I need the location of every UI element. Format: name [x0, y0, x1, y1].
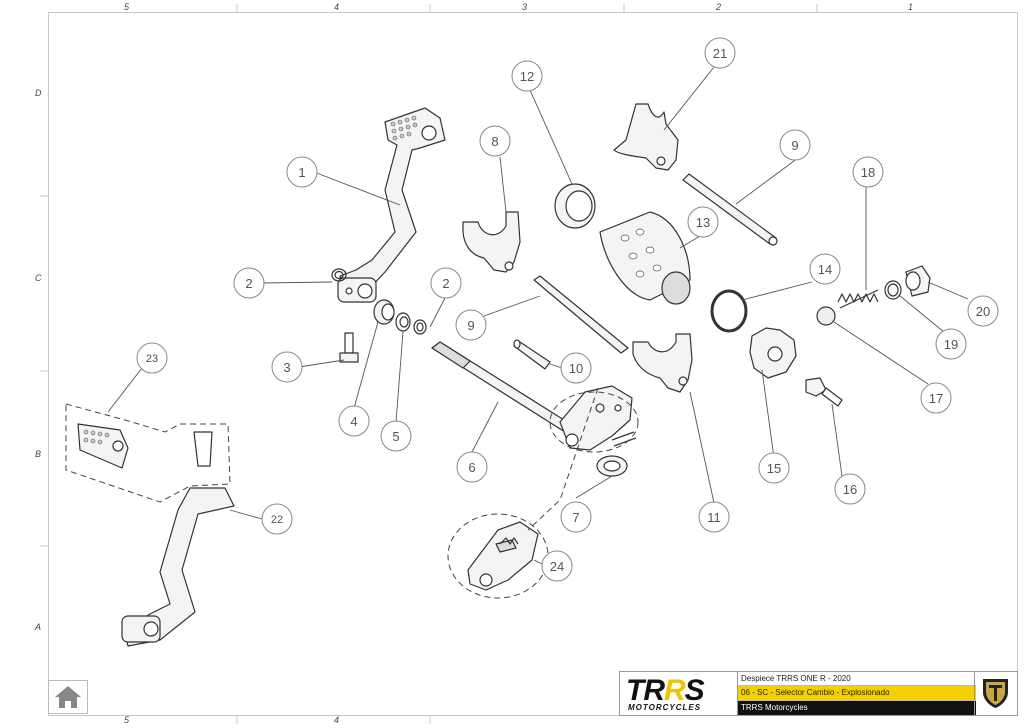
part-cam-bolt	[805, 377, 843, 407]
part-detent-spring	[837, 289, 879, 309]
part-circlip-upper	[331, 268, 347, 282]
part-guide-pin	[513, 339, 551, 370]
title-row-document: Despiece TRRS ONE R - 2020	[738, 672, 976, 687]
part-alt-shift-lever	[121, 487, 235, 647]
callout-3: 3	[283, 360, 290, 375]
callout-6: 6	[468, 460, 475, 475]
callout-8: 8	[491, 134, 498, 149]
zone-ticks	[40, 4, 818, 724]
drawing-frame	[48, 12, 1018, 716]
part-drum-seal	[710, 289, 748, 333]
title-block: TRRS MOTORCYCLES Despiece TRRS ONE R - 2…	[619, 671, 1018, 716]
callout-numbers: 1 2 2 3 4 5 6 7 8 9 9 10 11 12 13 14 15 …	[146, 46, 990, 574]
callout-13: 13	[696, 215, 710, 230]
part-detent-plug	[905, 265, 931, 297]
shield-icon	[983, 679, 1008, 708]
zone-label-side-b: B	[35, 449, 42, 459]
callout-24: 24	[550, 559, 564, 574]
part-selector-plate	[559, 385, 633, 451]
callout-10: 10	[569, 361, 583, 376]
part-plug-washer	[884, 280, 902, 300]
leader-lines	[107, 66, 969, 567]
callout-16: 16	[843, 482, 857, 497]
zone-label-bottom-5: 5	[124, 715, 130, 725]
callout-11: 11	[707, 510, 721, 525]
zone-label-bottom-4: 4	[334, 715, 340, 725]
trrs-logo: TRRS MOTORCYCLES	[620, 672, 738, 715]
part-shift-lever	[337, 107, 446, 303]
part-bearing	[373, 299, 395, 325]
zone-label-top-1: 1	[908, 2, 914, 12]
callout-1: 1	[298, 165, 305, 180]
callout-5: 5	[392, 429, 399, 444]
home-icon	[55, 686, 81, 708]
brand-subtitle: MOTORCYCLES	[628, 703, 702, 712]
zone-label-side-d: D	[35, 88, 42, 98]
part-selector-shaft	[431, 341, 573, 433]
callout-circles	[136, 37, 999, 582]
callout-9b: 9	[791, 138, 798, 153]
part-lever-tip	[77, 423, 213, 469]
zone-label-side-a: A	[35, 622, 42, 632]
part-shift-fork-right	[632, 333, 693, 393]
zone-label-top-5: 5	[124, 2, 130, 12]
callout-19: 19	[944, 337, 958, 352]
zone-label-top-3: 3	[522, 2, 528, 12]
part-selector-assembly	[467, 521, 539, 591]
part-drum-bearing	[554, 183, 596, 229]
part-star-cam	[749, 327, 797, 379]
part-lever-bolt	[339, 332, 359, 363]
callout-2b: 2	[442, 276, 449, 291]
title-row-section: 06 - SC - Selector Cambio - Explosionado	[738, 686, 976, 701]
shield-logo	[974, 672, 1017, 715]
zone-label-side-c: C	[35, 273, 42, 283]
callout-12: 12	[520, 69, 534, 84]
part-selector-drum	[599, 211, 691, 305]
title-row-company: TRRS Motorcycles	[738, 700, 976, 715]
part-return-spring	[596, 431, 637, 477]
callout-14: 14	[818, 262, 832, 277]
callout-9a: 9	[467, 318, 474, 333]
callout-23: 23	[146, 353, 158, 365]
brand-part-2: R	[664, 674, 686, 707]
callout-4: 4	[350, 414, 357, 429]
callout-17: 17	[929, 391, 943, 406]
part-shift-fork-top	[613, 103, 679, 171]
callout-2a: 2	[245, 276, 252, 291]
brand-wordmark: TRRS	[626, 674, 705, 708]
brand-part-1: TR	[626, 674, 665, 707]
callout-21: 21	[713, 46, 727, 61]
callout-7: 7	[572, 510, 579, 525]
zone-label-top-2: 2	[716, 2, 722, 12]
brand-part-3: S	[684, 674, 705, 707]
home-button[interactable]	[48, 680, 88, 714]
part-washer	[395, 312, 411, 332]
zone-label-top-4: 4	[334, 2, 340, 12]
part-circlip-shaft	[413, 319, 427, 335]
part-fork-rod-upper	[682, 173, 778, 246]
callout-20: 20	[976, 304, 990, 319]
part-detent-ball	[816, 306, 836, 326]
callout-15: 15	[767, 461, 781, 476]
callout-22: 22	[271, 514, 283, 526]
callout-18: 18	[861, 165, 875, 180]
part-fork-rod-lower	[533, 275, 629, 354]
title-rows: Despiece TRRS ONE R - 2020 06 - SC - Sel…	[738, 672, 976, 715]
part-shift-fork-left	[462, 211, 521, 273]
